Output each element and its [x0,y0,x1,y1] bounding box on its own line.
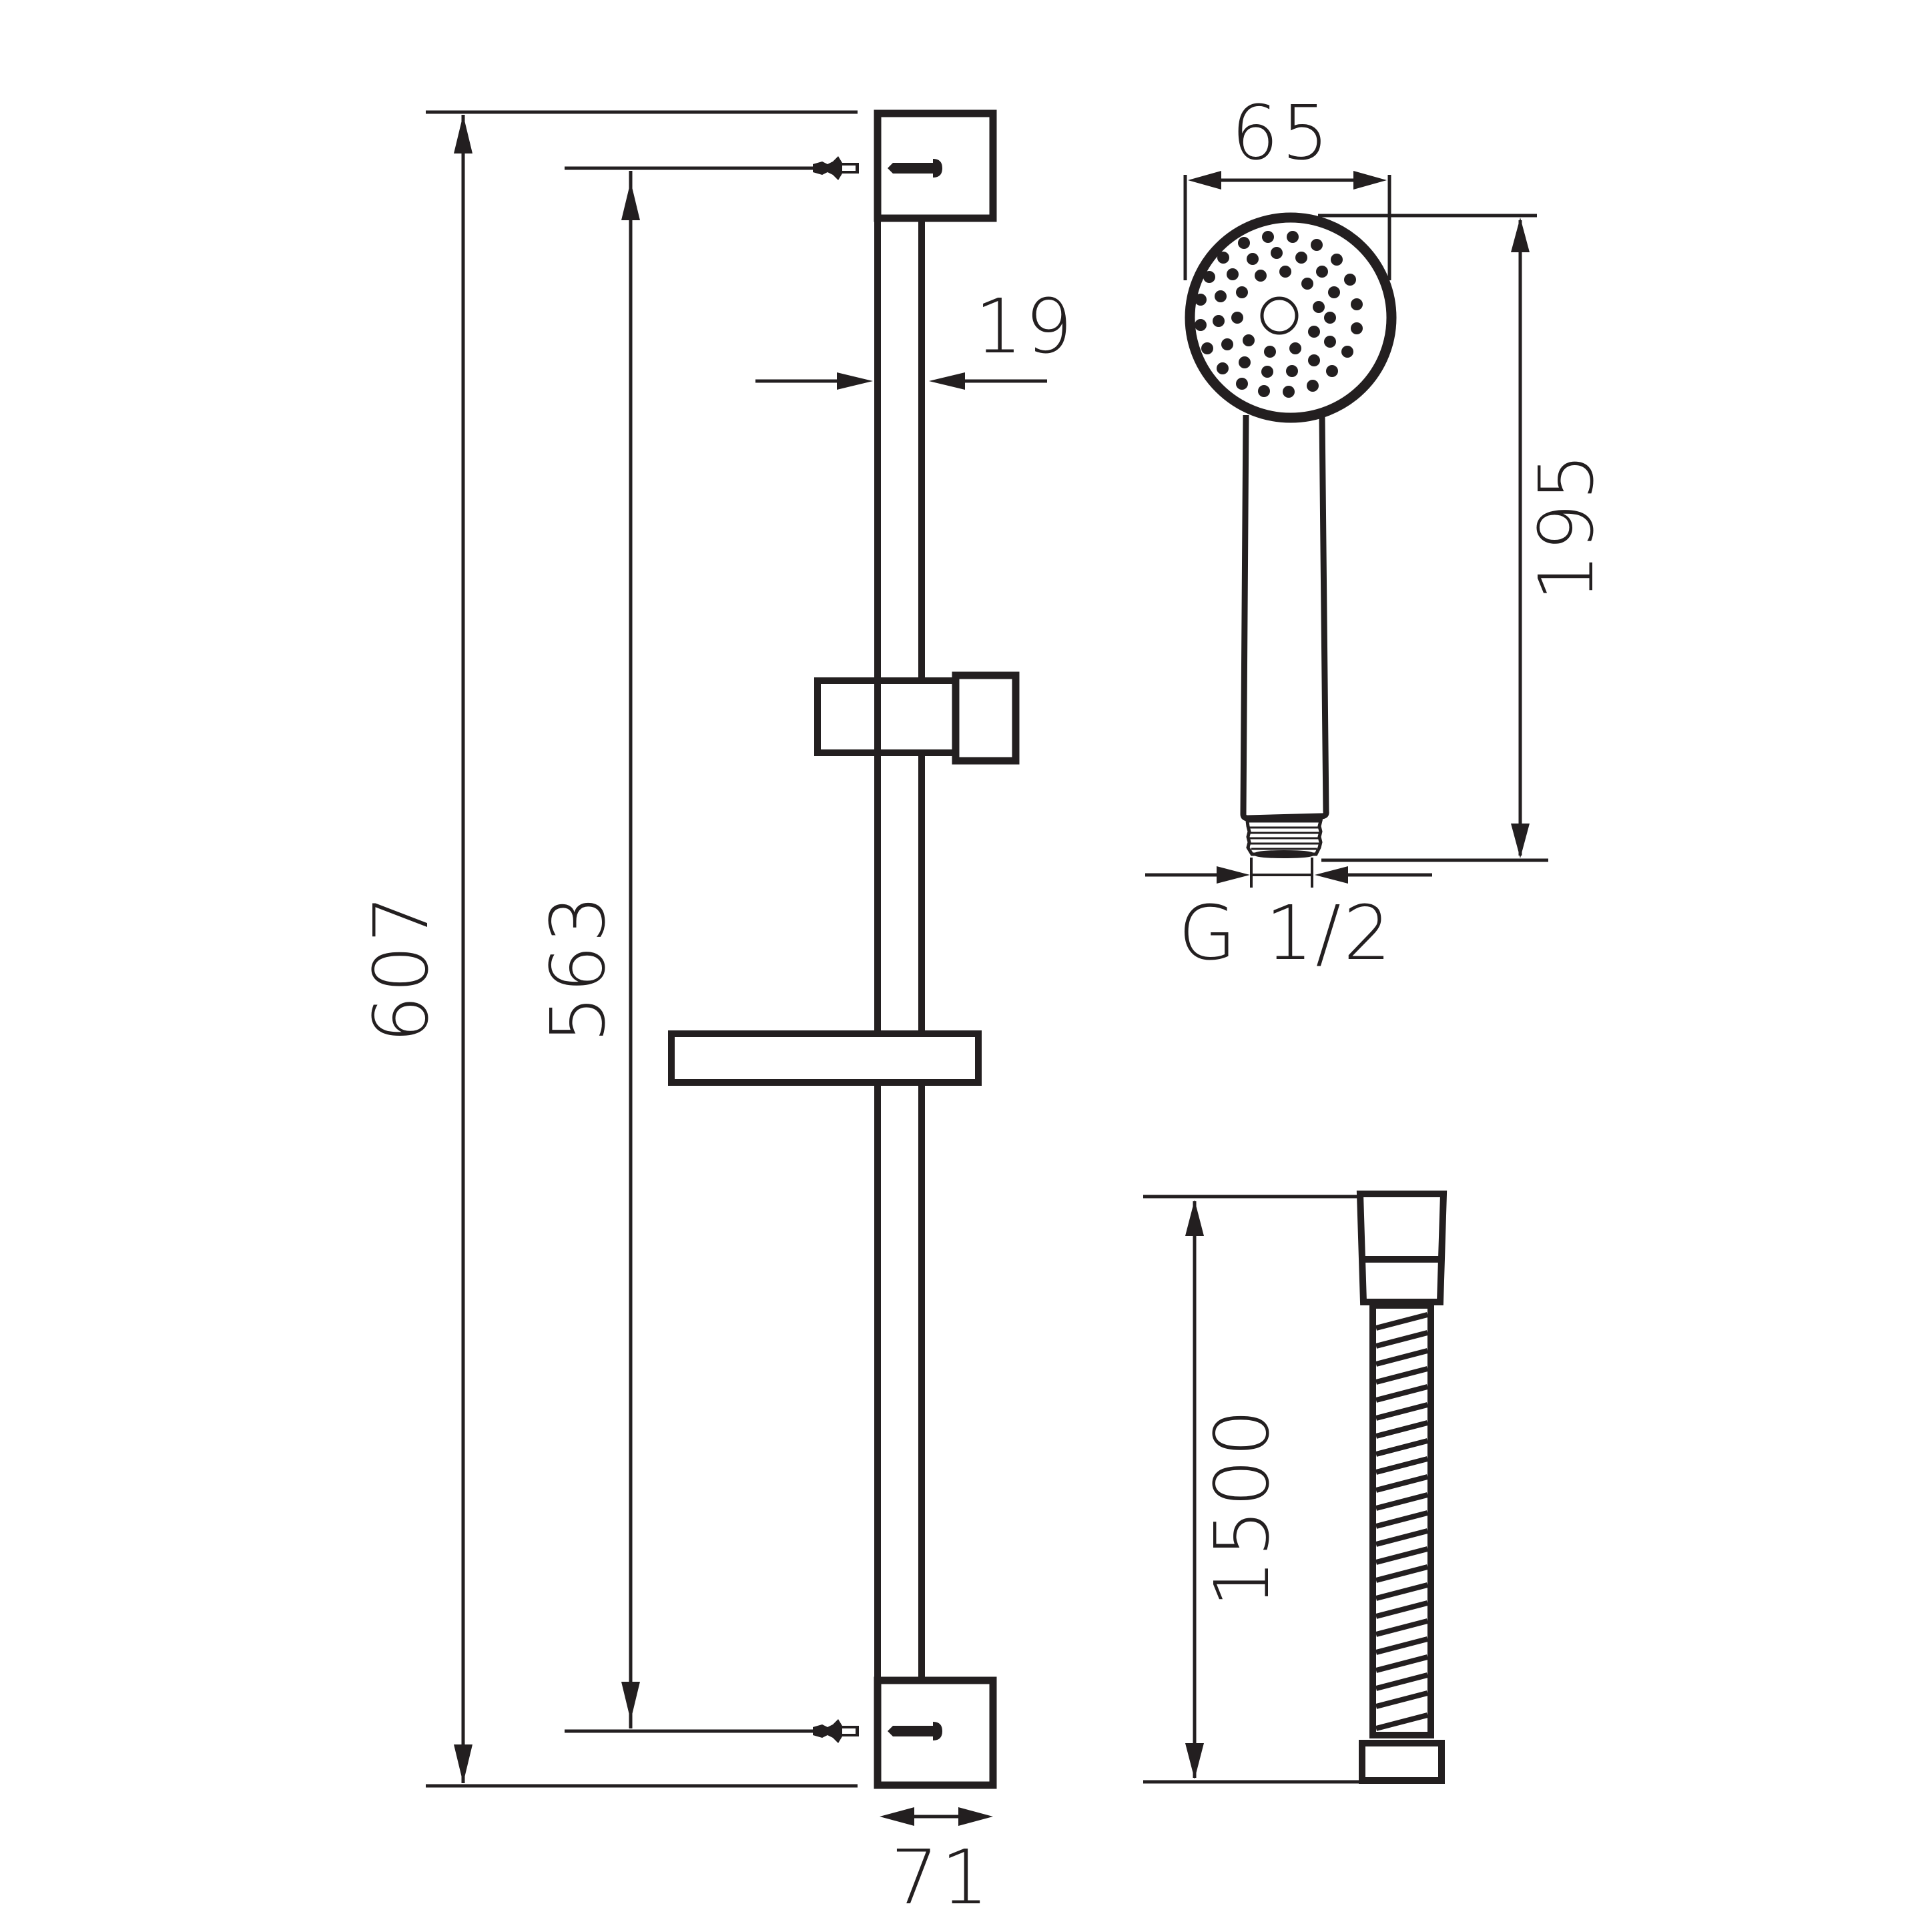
dim-label-1500: 1500 [1199,1406,1286,1607]
spiral-hose [1369,1302,1434,1738]
dimension-thread: G 1/2 [1145,858,1432,977]
hose-spiral-stripes [1375,1312,1429,1731]
dim-label-195: 195 [1524,450,1610,601]
sliding-holder [814,671,1020,765]
dim-label-65: 65 [1231,90,1332,177]
thread-connector [1245,819,1323,858]
arrow-down-icon [1185,1743,1204,1779]
bottom-wall-bracket [813,1676,997,1789]
arrow-right-icon [837,372,873,390]
arrow-up-icon [621,182,640,220]
dimension-195: 195 [1318,214,1610,862]
dimension-1500: 1500 [1143,1195,1359,1784]
arrow-down-icon [621,1682,640,1720]
dimension-19: 19 [755,284,1076,390]
shower-hose: 1500 [1143,1191,1447,1784]
arrow-left-icon [880,1807,914,1826]
dim-label-563: 563 [535,892,622,1043]
dim-label-thread: G 1/2 [1179,890,1394,977]
dim-label-71: 71 [891,1835,992,1921]
arrow-right-icon [1353,171,1387,190]
arrow-up-icon [454,115,472,153]
arrow-up-icon [1185,1200,1204,1236]
arrow-left-icon [929,372,965,390]
center-nozzle-ring [1260,296,1299,335]
wall-plug-icon [566,156,859,180]
hand-shower: 65 195 [1145,90,1610,977]
shower-head [1185,212,1397,423]
rail [874,217,925,1680]
wall-plug-icon [813,1719,859,1743]
dimension-65: 65 [1183,90,1391,280]
arrow-right-icon [1217,866,1250,884]
conical-nut [1356,1191,1447,1305]
soap-dish [668,1030,982,1086]
handle [1240,414,1329,822]
slide-rail-assembly: 607 563 [358,109,1076,1921]
arrow-left-icon [1188,171,1221,190]
dimension-71: 71 [880,1807,993,1921]
arrow-down-icon [1511,824,1530,858]
hex-nut [1359,1740,1445,1784]
screw-icon [888,1722,942,1740]
arrow-right-icon [958,1807,993,1826]
top-wall-bracket [566,109,997,227]
spray-nozzles [1195,231,1363,398]
screw-icon [888,159,942,178]
dimension-607: 607 [358,110,858,1788]
arrow-left-icon [1315,866,1348,884]
dim-label-19: 19 [975,284,1076,370]
dimension-563: 563 [535,166,818,1733]
arrow-up-icon [1511,218,1530,252]
arrow-down-icon [454,1744,472,1783]
dim-label-607: 607 [358,892,445,1043]
